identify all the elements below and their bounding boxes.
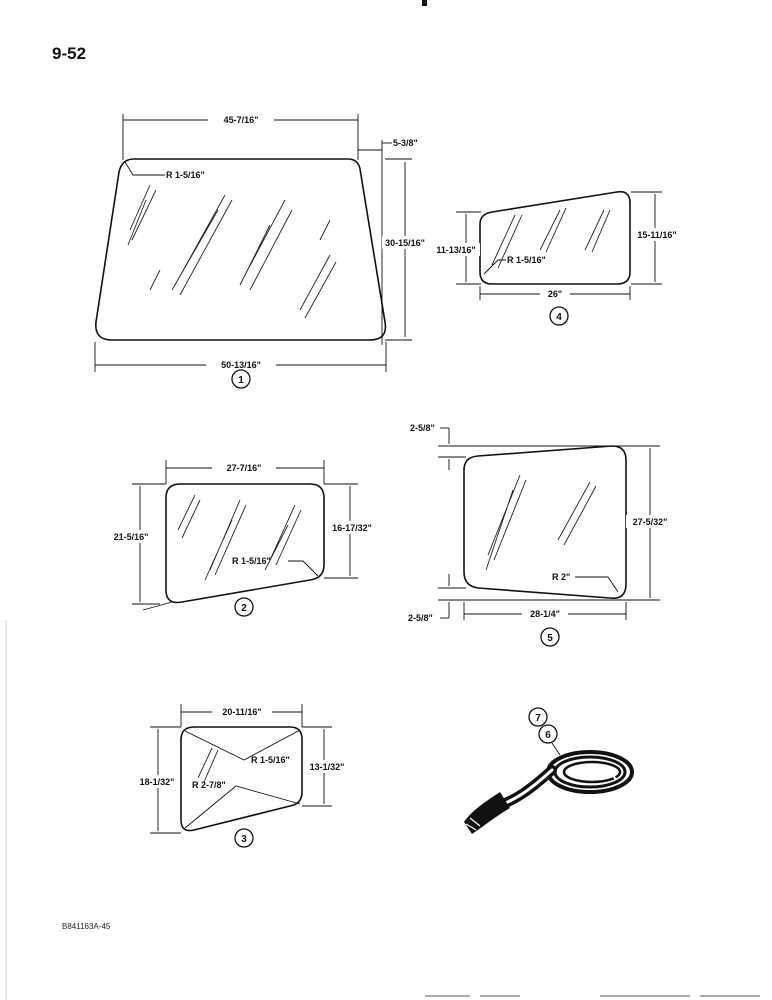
window-5-bottom-offset-label: 2-5/8" <box>408 613 433 623</box>
seal-callout-number-7: 7 <box>535 713 541 724</box>
window-2-callout-circle <box>234 597 254 617</box>
window-5-callout-circle <box>540 627 560 647</box>
window-2: 27-7/16" 21-5/16" 16-17/32" R 1-5/16" 2 <box>106 460 376 617</box>
seal-coil <box>464 750 634 834</box>
window-3-reflections <box>197 747 219 783</box>
window-1-radius-label: R 1-5/16" <box>166 170 205 180</box>
window-2-radius-label: R 1-5/16" <box>232 556 271 566</box>
seal-callout-circle-7 <box>528 707 548 727</box>
window-1-height-label: 30-15/16" <box>385 238 425 248</box>
window-5-top-offset-label: 2-5/8" <box>410 423 435 433</box>
window-2-glass <box>165 483 325 604</box>
window-1: 45-7/16" 5-3/8" 30-15/16" 50-13/16" R 1-… <box>94 113 430 389</box>
seal-assembly: 7 6 <box>464 707 634 834</box>
window-5-glass <box>463 445 627 600</box>
window-4-right-height-label: 15-11/16" <box>637 230 676 240</box>
window-2-width-label: 27-7/16" <box>227 463 262 473</box>
window-4: 11-13/16" 15-11/16" 26" R 1-5/16" 4 <box>432 190 681 326</box>
window-2-reflections <box>177 494 302 581</box>
window-2-callout-number: 2 <box>241 603 247 614</box>
window-1-bottom-width-label: 50-13/16" <box>221 360 261 370</box>
window-1-callout-number: 1 <box>238 375 244 386</box>
page-number: 9-52 <box>52 44 87 63</box>
window-1-width-label: 45-7/16" <box>224 115 259 125</box>
window-4-radius-label: R 1-5/16" <box>507 255 546 265</box>
window-4-left-height-label: 11-13/16" <box>436 245 475 255</box>
window-4-glass <box>479 190 631 285</box>
window-3-small-radius-label: R 1-5/16" <box>251 755 290 765</box>
window-1-callout-circle <box>231 369 251 389</box>
window-4-callout-circle <box>549 306 569 326</box>
window-3-width-label: 20-11/16" <box>222 707 261 717</box>
seal-callout-number-6: 6 <box>545 730 551 741</box>
seal-callout-circle-6 <box>538 724 558 744</box>
window-1-reflections <box>127 184 337 319</box>
window-5-callout-number: 5 <box>547 633 553 644</box>
window-5-width-label: 28-1/4" <box>530 609 560 619</box>
window-1-glass <box>95 158 387 341</box>
window-5-reflections <box>485 474 597 571</box>
window-3-callout-number: 3 <box>241 834 247 845</box>
window-2-right-height-label: 16-17/32" <box>332 523 372 533</box>
part-code: B841163A-45 <box>62 922 111 931</box>
header-mark <box>422 0 427 6</box>
window-3: 20-11/16" 18-1/32" 13-1/32" R 1-5/16" R … <box>134 704 350 848</box>
window-1-offset-label: 5-3/8" <box>393 138 418 148</box>
window-3-glass <box>180 726 303 832</box>
window-2-left-height-label: 21-5/16" <box>114 532 149 542</box>
window-4-callout-number: 4 <box>556 312 562 323</box>
window-4-reflections <box>491 207 611 269</box>
window-3-callout-circle <box>234 828 254 848</box>
window-3-left-height-label: 18-1/32" <box>140 777 175 787</box>
window-3-large-radius-label: R 2-7/8" <box>192 780 226 790</box>
window-5-height-label: 27-5/32" <box>633 517 668 527</box>
window-5: 2-5/8" 2-5/8" 27-5/32" 28-1/4" R 2" 5 <box>408 423 674 647</box>
window-4-width-label: 26" <box>548 289 562 299</box>
window-5-radius-label: R 2" <box>552 572 570 582</box>
window-3-right-height-label: 13-1/32" <box>310 762 345 772</box>
